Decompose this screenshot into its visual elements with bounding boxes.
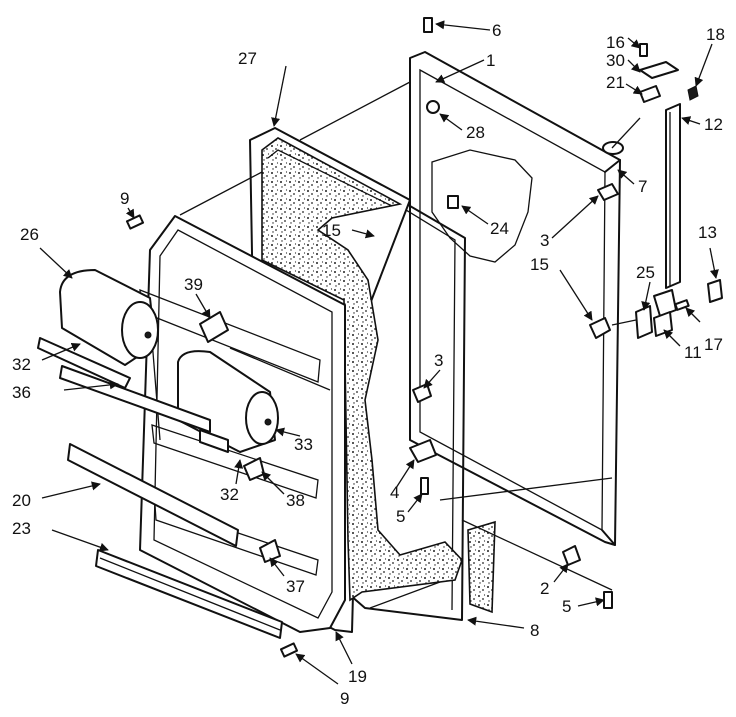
callout-2: 2 [540,579,549,598]
callout-5-right: 5 [562,597,571,616]
callout-27: 27 [238,49,257,68]
callout-32-left: 32 [12,355,31,374]
callout-3-upper: 3 [540,231,549,250]
callout-25: 25 [636,263,655,282]
callout-30: 30 [606,51,625,70]
shelf-brackets [199,311,281,563]
callout-16: 16 [606,33,625,52]
leader-lines [39,20,719,685]
callout-4: 4 [390,483,399,502]
trim-strips [37,337,283,639]
callout-7: 7 [638,177,647,196]
callout-17: 17 [704,335,723,354]
callout-20: 20 [12,491,31,510]
alignment-lines [179,81,641,609]
outer-door-panel [409,51,621,546]
screws [125,214,299,658]
callout-6: 6 [492,21,501,40]
callout-8: 8 [530,621,539,640]
callout-labels: 6 1 28 24 16 30 21 18 12 7 3 15 13 25 17… [12,21,725,708]
callout-12: 12 [704,115,723,134]
callout-15-left: 15 [322,221,341,240]
callout-9-upper: 9 [120,189,129,208]
callout-1: 1 [486,51,495,70]
callout-32-middle: 32 [220,485,239,504]
callout-37: 37 [286,577,305,596]
handle-assembly [635,43,723,339]
callout-39: 39 [184,275,203,294]
callout-38: 38 [286,491,305,510]
callout-21: 21 [606,73,625,92]
callout-26: 26 [20,225,39,244]
callout-33: 33 [294,435,313,454]
callout-9-lower: 9 [340,689,349,708]
callout-3-lower: 3 [434,351,443,370]
callout-13: 13 [698,223,717,242]
callout-24: 24 [490,219,509,238]
foam-cutaway-outer [431,149,533,263]
callout-11: 11 [684,343,702,362]
callout-36: 36 [12,383,31,402]
callout-5-left: 5 [396,507,405,526]
callout-19: 19 [348,667,367,686]
callout-18: 18 [706,25,725,44]
callout-15-right: 15 [530,255,549,274]
callout-28: 28 [466,123,485,142]
callout-23: 23 [12,519,31,538]
door-bin-upper [59,269,159,366]
